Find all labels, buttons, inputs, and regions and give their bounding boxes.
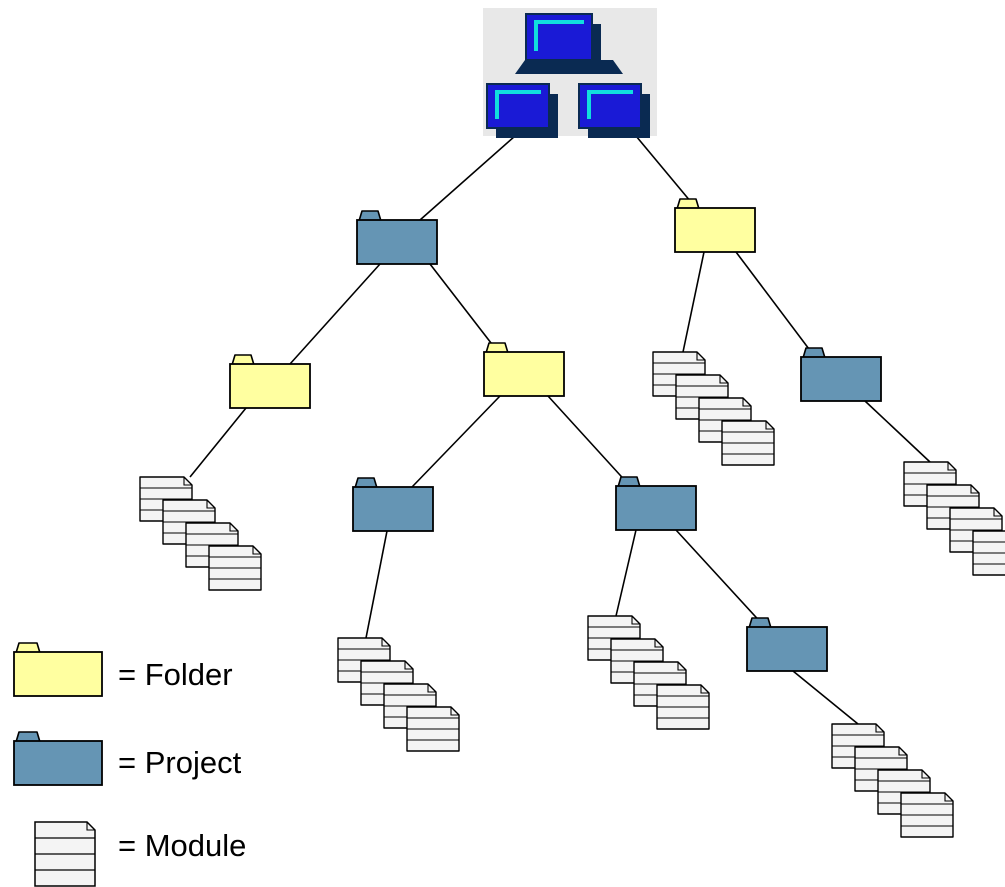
tree-edge: [635, 135, 697, 209]
project-node: [615, 476, 697, 531]
tree-nodes: [13, 8, 1005, 887]
folder-node: [674, 198, 756, 253]
legend-module-icon: [34, 821, 96, 887]
tree-edge: [547, 395, 631, 487]
module-stack-node: [587, 615, 710, 730]
tree-edge: [411, 395, 501, 488]
tree-edges: [189, 135, 931, 725]
module-stack-node: [337, 637, 460, 752]
module-sheet: [406, 706, 460, 752]
tree-edge: [289, 263, 381, 365]
module-stack-node: [652, 351, 775, 466]
tree-edge: [419, 135, 516, 221]
module-sheet: [656, 684, 710, 730]
module-sheet: [900, 792, 954, 838]
module-stack-node: [139, 476, 262, 591]
tree-edge: [675, 529, 766, 628]
project-node: [746, 617, 828, 672]
root-network-icon: [483, 8, 657, 138]
tree-edge: [189, 407, 247, 478]
tree-edge: [735, 251, 816, 358]
tree-edge: [365, 530, 388, 639]
tree-edge: [792, 670, 859, 725]
module-sheet: [721, 420, 775, 466]
module-sheet: [208, 545, 262, 591]
folder-node: [483, 342, 565, 397]
project-node: [800, 347, 882, 402]
legend-module-label: = Module: [118, 828, 247, 863]
folder-node: [229, 354, 311, 409]
tree-edge: [682, 251, 705, 353]
project-node: [356, 210, 438, 265]
tree-edge: [615, 529, 637, 617]
tree-edge: [864, 400, 931, 463]
legend-folder-label: = Folder: [118, 657, 233, 692]
legend-project-label: = Project: [118, 745, 242, 780]
tree-edge: [429, 263, 499, 353]
legend-project-icon: [13, 731, 103, 786]
legend-folder-icon: [13, 642, 103, 697]
module-stack-node: [903, 461, 1005, 576]
project-node: [352, 477, 434, 532]
module-stack-node: [831, 723, 954, 838]
module-sheet: [972, 530, 1005, 576]
